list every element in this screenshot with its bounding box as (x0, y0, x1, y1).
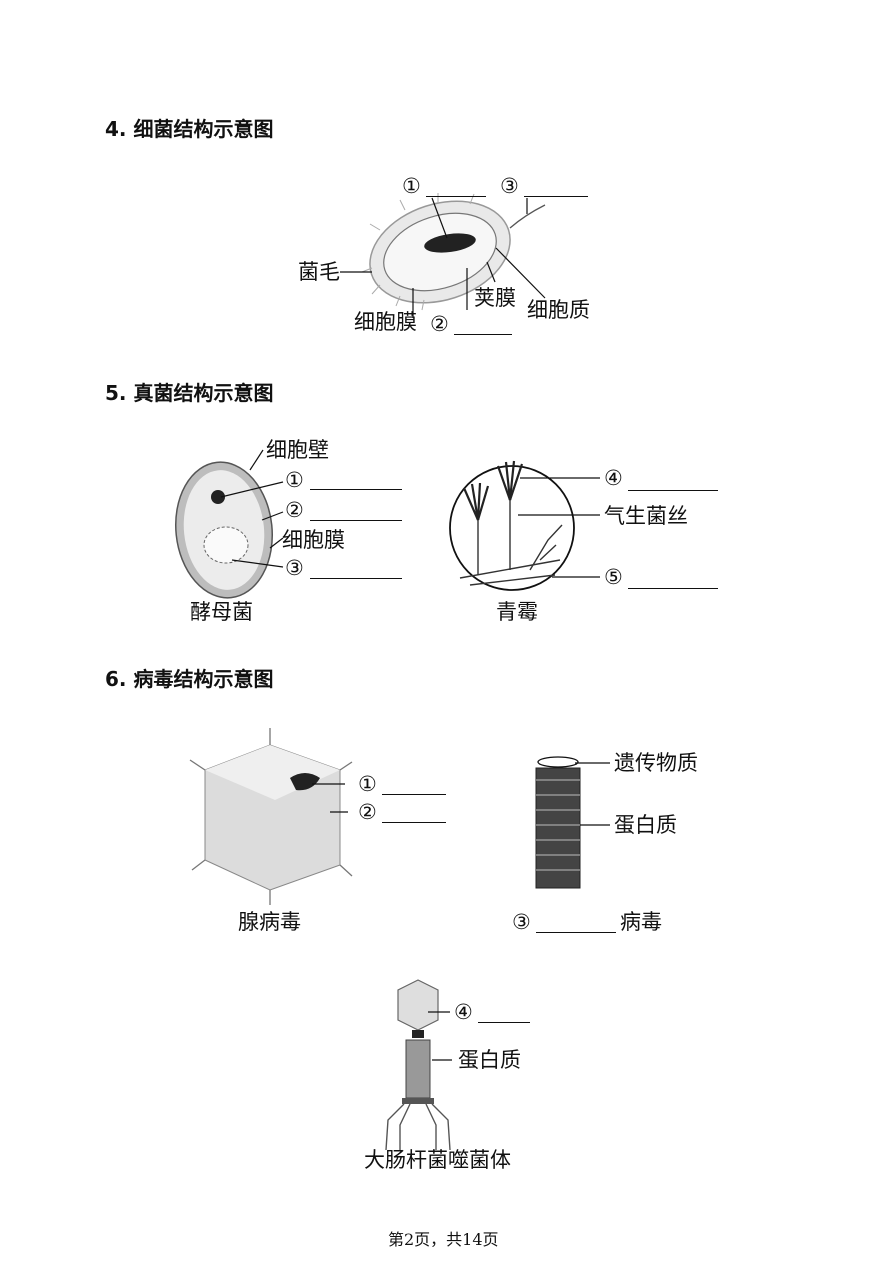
section-5-title: 5. 真菌结构示意图 (105, 381, 274, 405)
penicillium-blank-5[interactable] (628, 588, 718, 589)
adenovirus-drawing (189, 728, 353, 905)
yeast-marker-1: ① (285, 468, 304, 492)
yeast-marker-3: ③ (285, 556, 304, 580)
rod-virus-marker-3: ③ (512, 910, 531, 934)
rod-virus-blank-3[interactable] (536, 932, 616, 933)
penicillium-blank-4[interactable] (628, 490, 718, 491)
page-footer: 第2页，共14页 (388, 1230, 499, 1249)
penicillium-drawing (449, 460, 575, 591)
rod-virus-drawing (535, 756, 581, 889)
adenovirus-blank-1[interactable] (382, 794, 446, 795)
phage-drawing (385, 979, 451, 1151)
label-phage-name: 大肠杆菌噬菌体 (364, 1148, 511, 1172)
section-4-title: 4. 细菌结构示意图 (105, 117, 274, 141)
label-rod-virus-suffix: 病毒 (620, 910, 662, 934)
penicillium-marker-4: ④ (604, 466, 623, 490)
label-bacteria-cell-membrane: 细胞膜 (354, 310, 417, 334)
label-yeast-name: 酵母菌 (190, 600, 253, 624)
label-cytoplasm: 细胞质 (527, 298, 590, 322)
yeast-marker-2: ② (285, 498, 304, 522)
bacteria-blank-1[interactable] (426, 196, 486, 197)
label-penicillium-name: 青霉 (496, 600, 538, 624)
adenovirus-marker-1: ① (358, 772, 377, 796)
adenovirus-marker-2: ② (358, 800, 377, 824)
section-6-title: 6. 病毒结构示意图 (105, 667, 274, 691)
bacteria-marker-3: ③ (500, 174, 519, 198)
phage-marker-4: ④ (454, 1000, 473, 1024)
yeast-cell (174, 461, 274, 599)
bacteria-marker-2: ② (430, 312, 449, 336)
label-cell-wall: 细胞壁 (266, 438, 329, 462)
bacteria-blank-3[interactable] (524, 196, 588, 197)
yeast-blank-2[interactable] (310, 520, 402, 521)
yeast-blank-3[interactable] (310, 578, 402, 579)
label-genetic-material: 遗传物质 (614, 751, 698, 775)
adenovirus-blank-2[interactable] (382, 822, 446, 823)
penicillium-marker-5: ⑤ (604, 565, 623, 589)
label-adenovirus-name: 腺病毒 (238, 910, 301, 934)
label-aerial-hyphae: 气生菌丝 (604, 504, 688, 528)
label-flagella-hair: 菌毛 (298, 260, 340, 284)
label-phage-protein: 蛋白质 (458, 1048, 521, 1072)
label-yeast-cell-membrane: 细胞膜 (282, 528, 345, 552)
bacteria-marker-1: ① (402, 174, 421, 198)
yeast-blank-1[interactable] (310, 489, 402, 490)
label-capsule: 荚膜 (474, 286, 516, 310)
phage-blank-4[interactable] (478, 1022, 530, 1023)
bacteria-cell (361, 193, 546, 311)
label-rod-protein: 蛋白质 (614, 813, 677, 837)
bacteria-blank-2[interactable] (454, 334, 512, 335)
